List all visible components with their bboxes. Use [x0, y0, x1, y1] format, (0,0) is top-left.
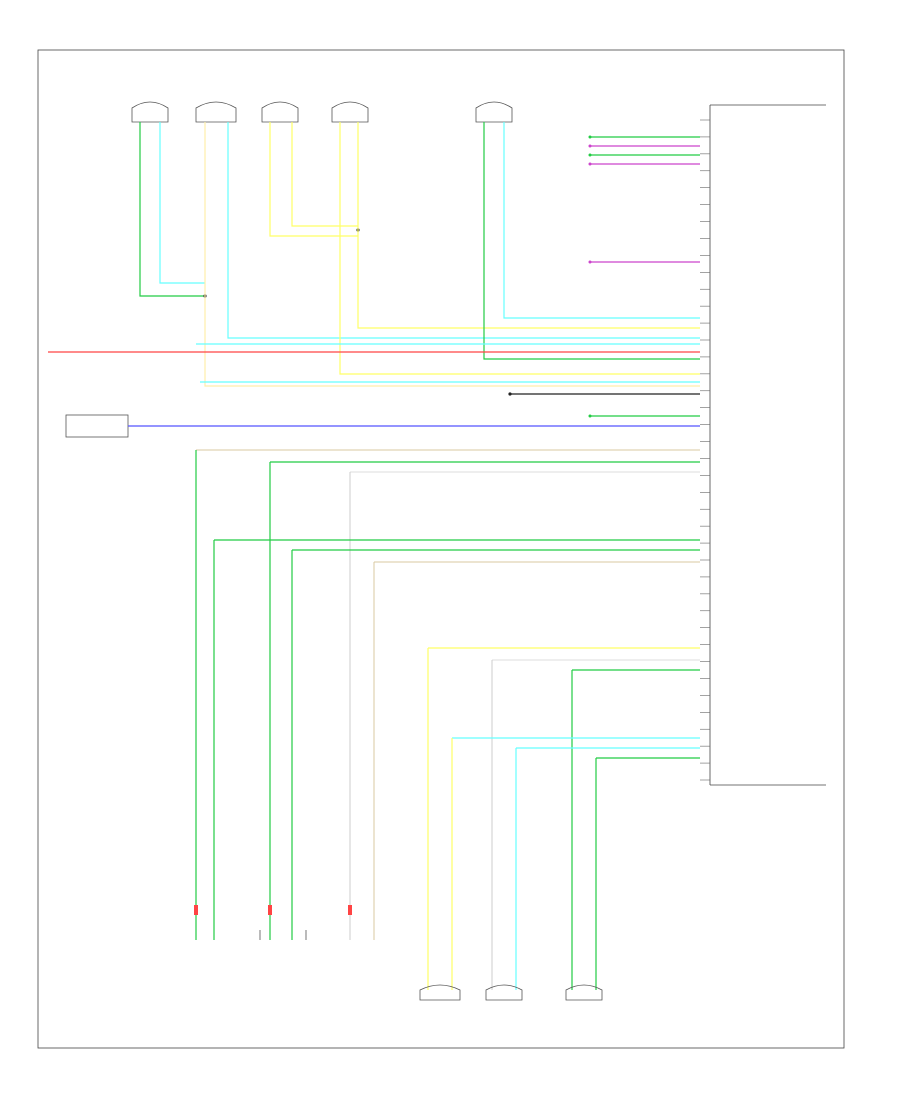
wire-cyan — [227, 122, 700, 339]
wire-yellow — [291, 122, 358, 227]
wire-cyan — [159, 122, 205, 284]
terminal-marks — [194, 905, 352, 915]
connector-center-speaker — [419, 984, 461, 1001]
connector-lf-door-tweeter — [195, 101, 237, 123]
wire-yellow — [269, 122, 358, 237]
connector-rf-door-speaker — [261, 101, 299, 123]
splice-point — [588, 414, 592, 418]
audio-amplifier-module — [709, 104, 826, 786]
wire-cyan — [503, 122, 700, 319]
wire-yellow — [339, 122, 700, 375]
module-pins — [700, 119, 710, 781]
connector-rf-door-tweeter — [331, 101, 369, 123]
connector-lf-door-speaker — [131, 101, 169, 123]
connector-subwoofer — [475, 101, 513, 123]
diagram-frame — [37, 49, 845, 1049]
wire-green — [483, 122, 700, 360]
connector-rr-door-speaker — [485, 984, 523, 1001]
left-component — [65, 414, 129, 438]
wire-green — [139, 122, 205, 297]
connector-rf-pillar — [259, 930, 307, 940]
wire-tan — [204, 122, 700, 387]
ground-point — [508, 392, 512, 396]
wire-yellow — [357, 122, 700, 329]
connector-lr-door-speaker — [565, 984, 603, 1001]
wire-group-top-right — [588, 135, 700, 264]
